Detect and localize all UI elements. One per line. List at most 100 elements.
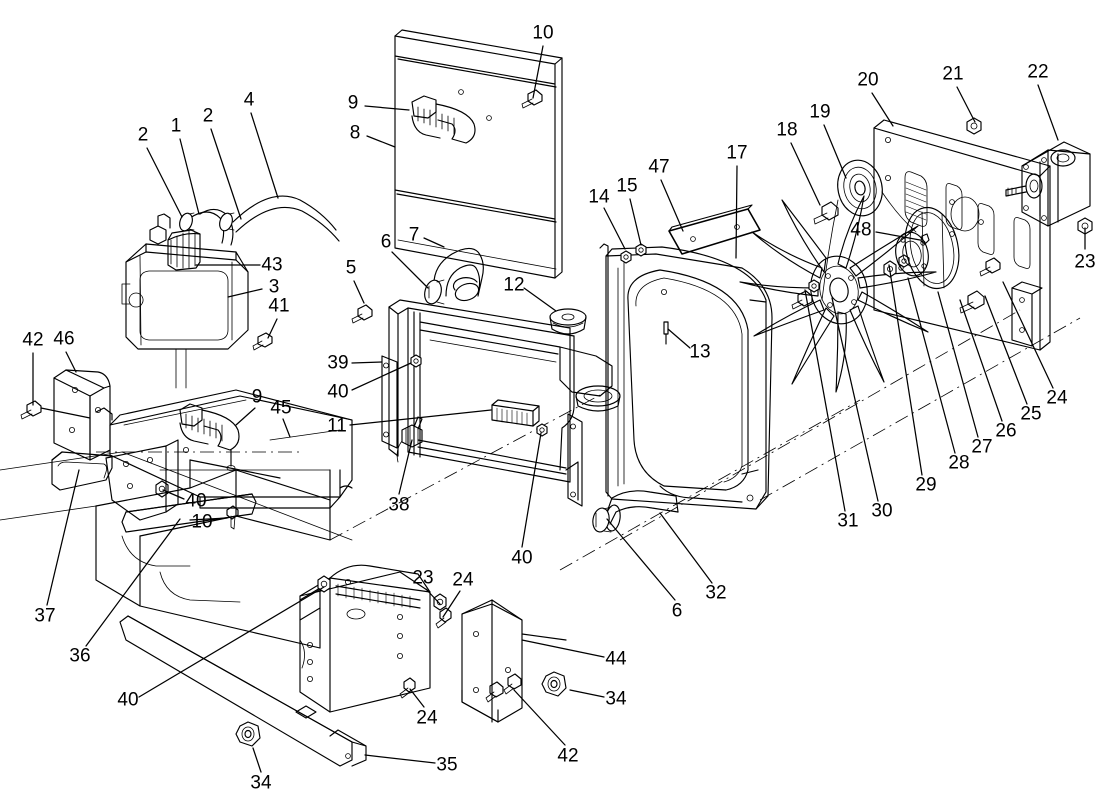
callout-label-45: 45 — [270, 397, 292, 419]
leader-line-27 — [937, 291, 979, 438]
leader-line-40 — [521, 432, 542, 548]
callout-label-31: 31 — [837, 510, 859, 532]
callout-label-6: 6 — [380, 231, 392, 253]
callout-label-3: 3 — [268, 276, 280, 298]
fan-drive-assembly — [739, 159, 1001, 393]
callout-label-39: 39 — [327, 352, 349, 374]
callout-label-15: 15 — [616, 175, 638, 197]
leader-line-24 — [1002, 281, 1054, 389]
leader-line-6 — [606, 518, 676, 601]
callout-label-40: 40 — [117, 689, 139, 711]
leader-line-2 — [146, 147, 183, 218]
callout-label-34: 34 — [605, 688, 627, 710]
callout-label-23: 23 — [1074, 251, 1096, 273]
leader-line-5 — [353, 280, 365, 304]
leader-line-11 — [349, 409, 492, 426]
callout-label-29: 29 — [915, 474, 937, 496]
callout-label-10: 10 — [532, 22, 554, 44]
callout-label-7: 7 — [408, 224, 420, 246]
callout-label-41: 41 — [268, 295, 290, 317]
leader-line-46 — [65, 351, 77, 373]
callout-label-22: 22 — [1027, 61, 1049, 83]
callout-label-34: 34 — [250, 772, 272, 794]
leader-line-4 — [250, 112, 279, 199]
leader-line-20 — [871, 92, 894, 127]
leader-line-32 — [659, 512, 713, 584]
leader-line-24 — [409, 688, 425, 708]
leader-line-17 — [735, 165, 738, 259]
leader-line-25 — [984, 295, 1028, 405]
callout-label-6: 6 — [671, 600, 683, 622]
rear-screen-panel — [394, 29, 563, 279]
callout-label-43: 43 — [261, 254, 283, 276]
leader-line-35 — [364, 754, 436, 764]
leader-line-41 — [267, 318, 278, 339]
leader-line-21 — [956, 86, 976, 123]
chassis-frame — [0, 439, 367, 767]
callout-label-35: 35 — [436, 754, 458, 776]
callout-label-40: 40 — [511, 547, 533, 569]
leader-line-30 — [831, 297, 879, 502]
callout-label-24: 24 — [1046, 387, 1068, 409]
callout-label-17: 17 — [726, 142, 748, 164]
callout-label-30: 30 — [871, 500, 893, 522]
leader-line-40 — [162, 489, 185, 500]
leader-line-44 — [521, 639, 605, 658]
callout-label-40: 40 — [327, 381, 349, 403]
leader-line-6 — [391, 251, 429, 289]
callout-label-11: 11 — [327, 415, 347, 437]
callout-label-27: 27 — [971, 436, 993, 458]
callout-label-25: 25 — [1020, 403, 1042, 425]
mount-plate-assembly — [873, 117, 1093, 351]
leader-line-45 — [282, 418, 291, 438]
leader-line-36 — [85, 518, 181, 647]
callout-label-20: 20 — [857, 69, 879, 91]
top-cover-assembly — [95, 389, 353, 530]
leader-line-42 — [513, 689, 566, 746]
callout-label-26: 26 — [995, 420, 1017, 442]
leader-line-8 — [366, 135, 396, 148]
leader-line-26 — [959, 299, 1003, 422]
callout-label-36: 36 — [69, 645, 91, 667]
callout-label-14: 14 — [588, 186, 610, 208]
callout-leader-lines — [32, 45, 1086, 773]
callout-label-19: 19 — [809, 101, 831, 123]
callout-label-24: 24 — [452, 569, 474, 591]
leader-line-40 — [138, 586, 325, 698]
bracket-46 — [20, 369, 111, 461]
callout-label-2: 2 — [137, 124, 149, 146]
callout-label-46: 46 — [53, 328, 75, 350]
leader-line-34 — [569, 689, 605, 698]
callout-label-23: 23 — [412, 567, 434, 589]
lower-bracket-box — [299, 564, 452, 713]
leader-line-12 — [523, 287, 557, 312]
leader-line-28 — [907, 277, 956, 454]
leader-line-48 — [875, 231, 921, 241]
callout-label-24: 24 — [416, 707, 438, 729]
leader-line-10 — [189, 517, 228, 521]
leader-line-31 — [804, 289, 846, 512]
callout-label-28: 28 — [948, 452, 970, 474]
callout-label-42: 42 — [557, 745, 579, 767]
leader-line-3 — [227, 288, 263, 298]
callout-label-40: 40 — [185, 490, 207, 512]
callout-label-38: 38 — [388, 494, 410, 516]
leader-line-15 — [629, 198, 642, 246]
leader-line-9 — [235, 407, 256, 426]
callout-label-37: 37 — [34, 605, 56, 627]
callout-label-44: 44 — [605, 648, 627, 670]
callout-label-13: 13 — [689, 341, 711, 363]
leader-line-34 — [252, 747, 262, 773]
leader-line-37 — [46, 469, 80, 606]
fan-shroud-assembly — [599, 204, 773, 510]
leader-line-18 — [790, 142, 821, 206]
callout-label-47: 47 — [648, 156, 670, 178]
radiator-assembly — [351, 299, 621, 507]
upper-hose-assembly — [424, 247, 587, 335]
leader-line-2 — [210, 128, 242, 220]
lower-hose-assembly — [592, 490, 679, 533]
leader-line-1 — [179, 138, 200, 215]
callout-label-32: 32 — [705, 582, 727, 604]
